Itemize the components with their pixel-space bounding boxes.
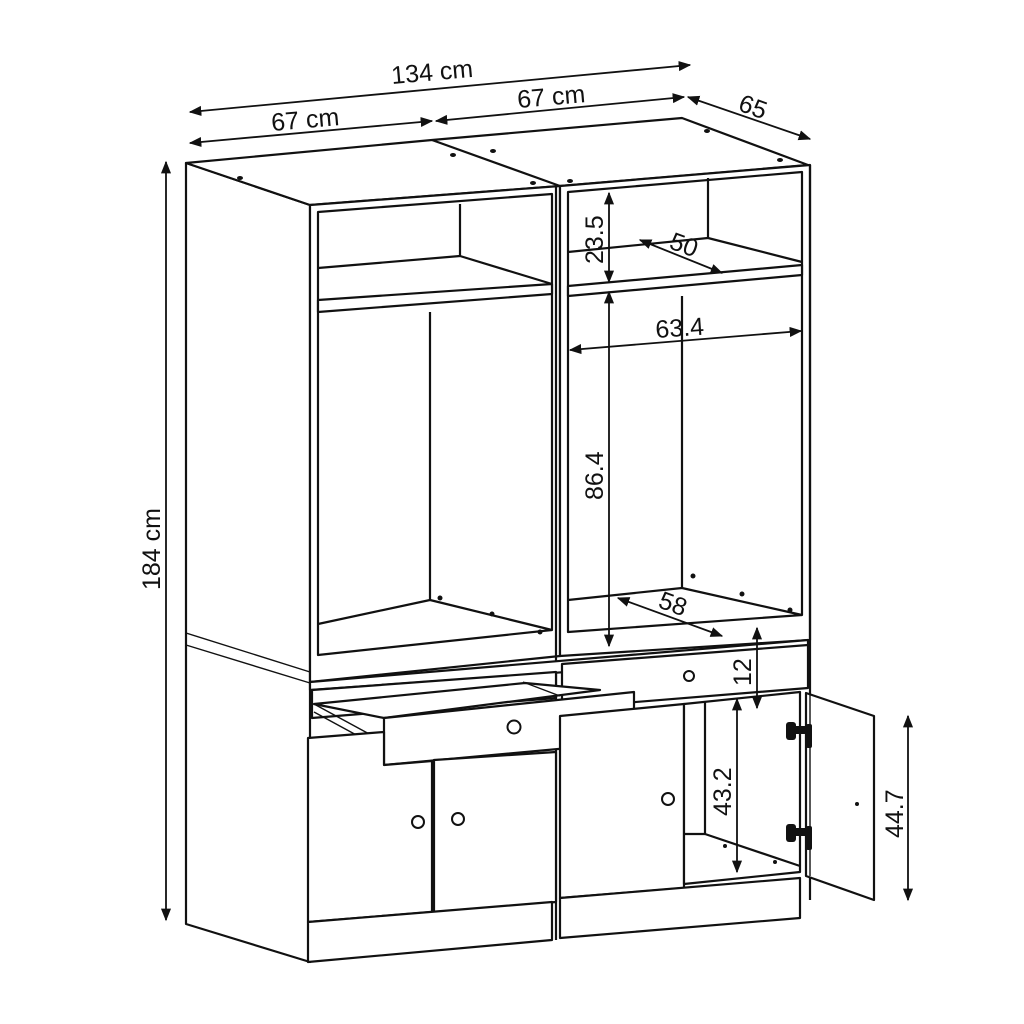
label-left-module-width: 67 cm bbox=[270, 103, 340, 137]
left-side-panel bbox=[184, 161, 312, 964]
label-hanging-width: 63.4 bbox=[654, 313, 705, 344]
label-drawer-height: 12 bbox=[729, 658, 757, 686]
hinge-icon bbox=[786, 722, 812, 748]
label-hanging-height: 86.4 bbox=[581, 451, 609, 500]
right-door-open bbox=[804, 691, 876, 902]
label-top-shelf-height: 23.5 bbox=[581, 215, 609, 264]
hinge-icon bbox=[786, 824, 812, 850]
label-total-height: 184 cm bbox=[138, 508, 166, 590]
label-door-height: 44.7 bbox=[881, 789, 909, 838]
plinth-right bbox=[558, 876, 802, 940]
label-right-module-width: 67 cm bbox=[516, 80, 586, 114]
label-lower-compartment-height: 43.2 bbox=[709, 767, 737, 816]
left-door-2 bbox=[432, 750, 558, 914]
label-total-width: 134 cm bbox=[390, 55, 474, 90]
dimension-lines bbox=[160, 61, 914, 922]
plinth-left bbox=[306, 900, 554, 964]
label-depth: 65 bbox=[735, 89, 771, 125]
cabinet-body bbox=[184, 116, 812, 964]
